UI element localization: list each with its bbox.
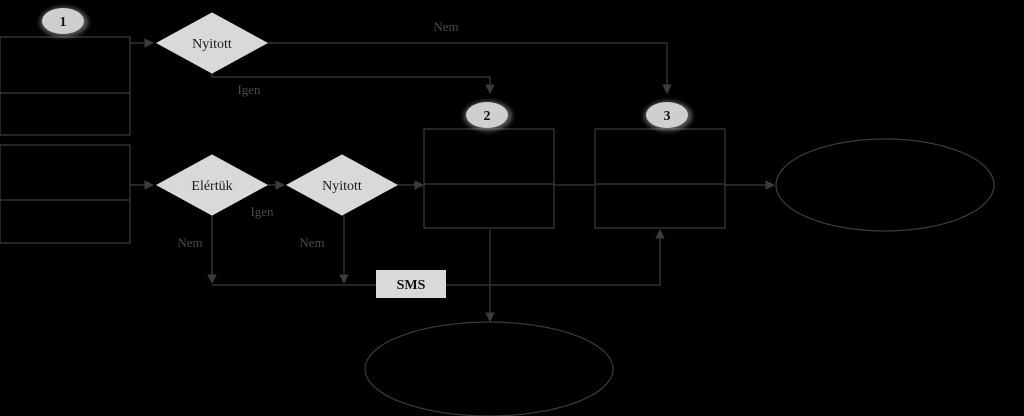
process-box-1: [0, 36, 131, 136]
decision-reached: Elértük: [155, 154, 269, 216]
terminal-ellipse-bottom: [364, 321, 614, 416]
step-badge-2-label: 2: [484, 109, 491, 124]
sms-box: SMS: [376, 270, 446, 298]
edge-label-reached-yes: Igen: [250, 204, 274, 219]
step-badge-3-label: 3: [664, 109, 671, 124]
edge-top-open-no-to-box3: [265, 42, 672, 94]
step-badge-2: 2: [464, 101, 512, 131]
edge-top-open-yes-to-box2: [211, 73, 495, 94]
edge-label-reached-no: Nem: [177, 235, 202, 250]
decision-reached-label: Elértük: [191, 179, 232, 194]
step-badge-1: 1: [40, 7, 88, 37]
connectors: [130, 38, 775, 322]
edge-sms-to-box3: [446, 229, 665, 286]
terminal-ellipse-right: [775, 138, 995, 232]
decision-top-open-label: Nyitott: [192, 37, 232, 52]
edge-label-top-yes: Igen: [237, 82, 261, 97]
decision-top-open: Nyitott: [155, 12, 269, 74]
process-box-3: [594, 128, 726, 229]
decision-mid-open: Nyitott: [285, 154, 399, 216]
step-badge-3: 3: [644, 101, 692, 131]
decision-mid-open-label: Nyitott: [322, 179, 362, 194]
edge-label-top-no: Nem: [433, 19, 458, 34]
step-badge-1-label: 1: [60, 15, 67, 30]
edge-label-mid-no: Nem: [299, 235, 324, 250]
process-box-2: [423, 128, 555, 229]
sms-label: SMS: [397, 278, 426, 293]
process-box-left-lower: [0, 144, 131, 244]
